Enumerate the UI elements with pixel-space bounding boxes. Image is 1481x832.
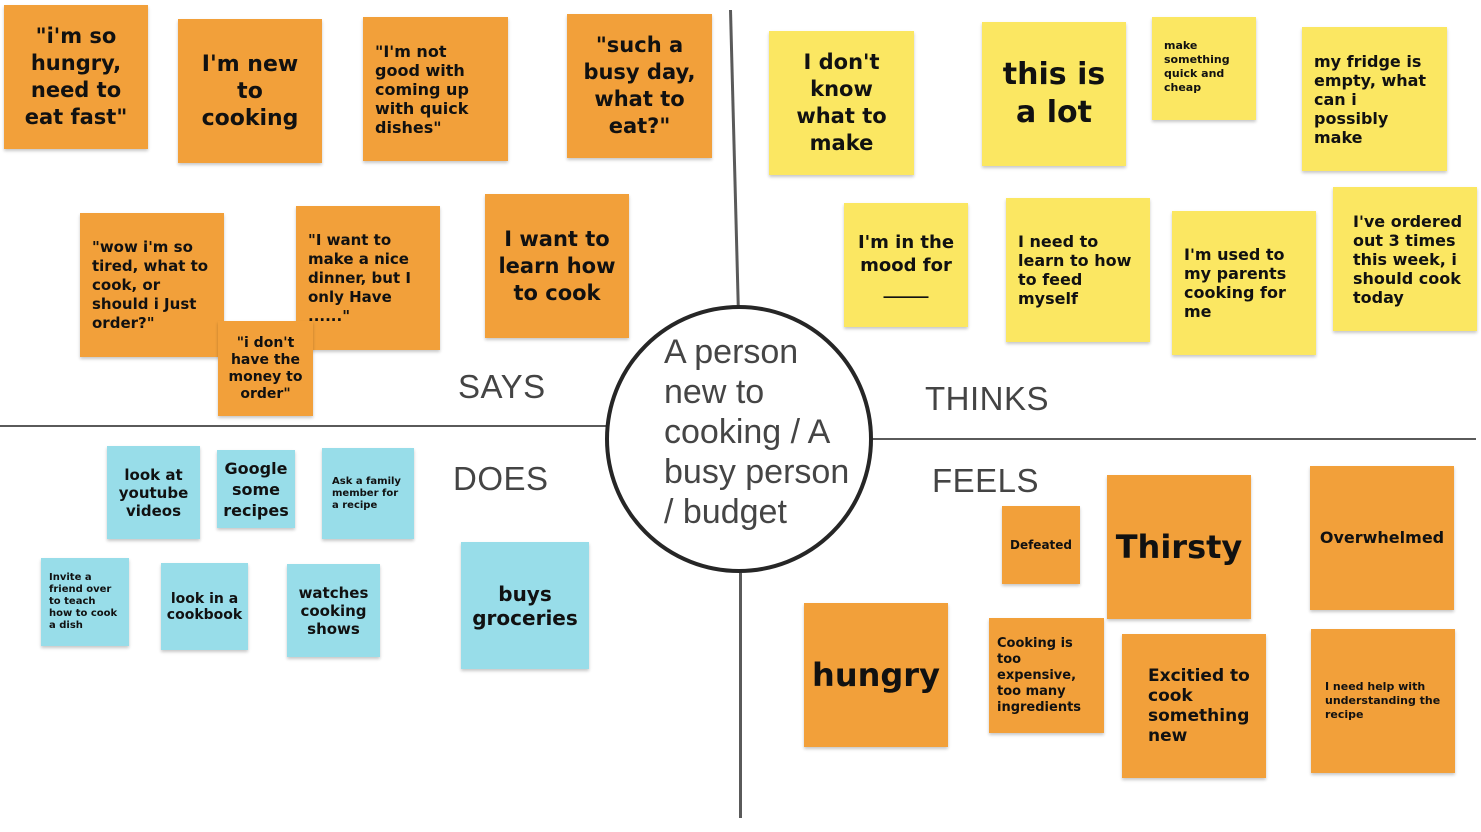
thinks-note: make something quick and cheap	[1152, 17, 1256, 120]
horizontal-divider-right	[872, 438, 1476, 440]
feels-note: Cooking is too expensive, too many ingre…	[989, 618, 1104, 733]
thinks-note: I'm in the mood for _____	[844, 203, 968, 327]
center-persona-label: A person new to cooking / A busy person …	[664, 333, 850, 531]
feels-note: Defeated	[1002, 506, 1080, 584]
quadrant-label-says: SAYS	[458, 368, 546, 405]
says-note: "i don't have the money to order"	[218, 321, 313, 416]
says-note: "I'm not good with coming up with quick …	[363, 17, 508, 161]
does-note: buys groceries	[461, 542, 589, 669]
thinks-note: my fridge is empty, what can i possibly …	[1302, 27, 1447, 171]
does-note: Invite a friend over to teach how to coo…	[41, 558, 129, 646]
thinks-note: I'm used to my parents cooking for me	[1172, 211, 1316, 355]
does-note: look in a cookbook	[161, 563, 248, 650]
vertical-divider-bottom	[739, 573, 742, 818]
quadrant-label-thinks: THINKS	[925, 380, 1050, 417]
says-note: I'm new to cooking	[178, 19, 322, 163]
says-note: "wow i'm so tired, what to cook, or shou…	[80, 213, 224, 357]
thinks-note: I need to learn to how to feed myself	[1006, 198, 1150, 342]
feels-note: Excitied to cook something new	[1122, 634, 1266, 778]
feels-note: I need help with understanding the recip…	[1311, 629, 1455, 773]
horizontal-divider-left	[0, 425, 608, 427]
says-note: "i'm so hungry, need to eat fast"	[4, 5, 148, 149]
does-note: watches cooking shows	[287, 564, 380, 657]
feels-note: Thirsty	[1107, 475, 1251, 619]
says-note: "such a busy day, what to eat?"	[567, 14, 712, 158]
thinks-note: I've ordered out 3 times this week, i sh…	[1333, 187, 1477, 331]
vertical-divider-top	[729, 9, 740, 310]
thinks-note: this is a lot	[982, 22, 1126, 166]
says-note: I want to learn how to cook	[485, 194, 629, 338]
says-note: "I want to make a nice dinner, but I onl…	[296, 206, 440, 350]
feels-note: hungry	[804, 603, 948, 747]
quadrant-label-does: DOES	[453, 460, 549, 497]
does-note: Ask a family member for a recipe	[322, 448, 414, 539]
center-persona-circle	[605, 305, 873, 573]
feels-note: Overwhelmed	[1310, 466, 1454, 610]
does-note: Google some recipes	[217, 450, 295, 528]
quadrant-label-feels: FEELS	[932, 462, 1040, 499]
does-note: look at youtube videos	[107, 446, 200, 539]
thinks-note: I don't know what to make	[769, 31, 914, 175]
